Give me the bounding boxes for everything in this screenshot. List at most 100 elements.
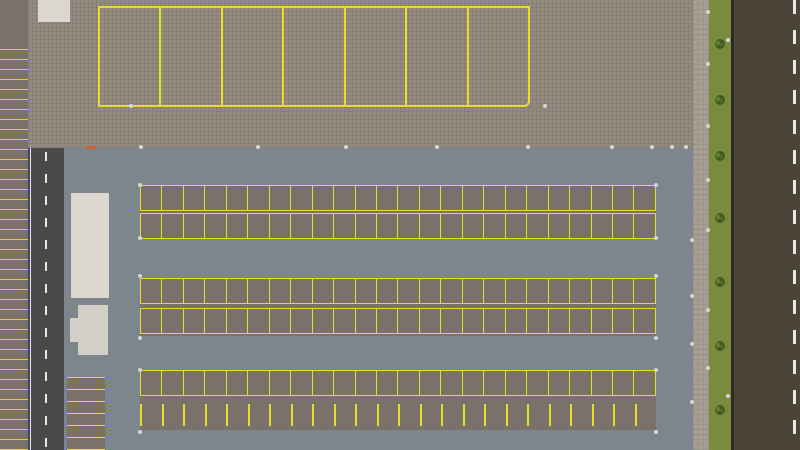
- parking-spot[interactable]: [397, 185, 419, 211]
- parking-spot[interactable]: [247, 370, 269, 396]
- parking-spot[interactable]: [483, 308, 505, 334]
- parking-spot[interactable]: [504, 185, 527, 211]
- parking-spot[interactable]: [182, 308, 205, 334]
- parking-spot[interactable]: [354, 213, 376, 239]
- parking-spot[interactable]: [590, 185, 612, 211]
- parking-spot[interactable]: [333, 308, 355, 334]
- parking-row-1-lower[interactable]: [140, 213, 656, 239]
- parking-spot[interactable]: [225, 213, 248, 239]
- parking-spot[interactable]: [247, 213, 269, 239]
- parking-spot[interactable]: [269, 402, 291, 428]
- parking-spot[interactable]: [333, 402, 356, 428]
- parking-spot[interactable]: [483, 278, 505, 304]
- parking-row-1[interactable]: [140, 185, 656, 239]
- parking-spot[interactable]: [461, 278, 484, 304]
- parking-spot[interactable]: [440, 278, 462, 304]
- parking-spot[interactable]: [590, 370, 612, 396]
- parking-spot[interactable]: [461, 185, 484, 211]
- parking-spot[interactable]: [547, 213, 570, 239]
- small-lot-bottom-left[interactable]: [67, 377, 105, 450]
- parking-spot[interactable]: [204, 308, 226, 334]
- parking-spot[interactable]: [633, 370, 656, 396]
- parking-spot[interactable]: [268, 308, 291, 334]
- parking-spot[interactable]: [547, 278, 570, 304]
- parking-spot[interactable]: [419, 402, 442, 428]
- parking-spot[interactable]: [311, 185, 334, 211]
- parking-spot[interactable]: [569, 278, 591, 304]
- parking-spot[interactable]: [633, 278, 656, 304]
- parking-spot[interactable]: [461, 213, 484, 239]
- parking-spot[interactable]: [204, 185, 226, 211]
- parking-spot[interactable]: [504, 370, 527, 396]
- parking-spot[interactable]: [633, 213, 656, 239]
- parking-spot[interactable]: [161, 308, 183, 334]
- parking-spot[interactable]: [290, 402, 313, 428]
- parking-spot[interactable]: [375, 213, 398, 239]
- parking-spot[interactable]: [290, 370, 312, 396]
- store-building[interactable]: [71, 193, 109, 298]
- parking-spot[interactable]: [161, 278, 183, 304]
- plaza-bays[interactable]: [98, 6, 530, 107]
- parking-spot[interactable]: [504, 213, 527, 239]
- parking-spot[interactable]: [204, 370, 226, 396]
- parking-spot[interactable]: [398, 402, 420, 428]
- parking-spot[interactable]: [611, 213, 634, 239]
- parking-spot[interactable]: [504, 278, 527, 304]
- parking-spot[interactable]: [633, 185, 656, 211]
- parking-spot[interactable]: [440, 370, 462, 396]
- parking-spot[interactable]: [611, 278, 634, 304]
- parking-spot[interactable]: [613, 402, 635, 428]
- parking-spot[interactable]: [375, 185, 398, 211]
- parking-spot[interactable]: [397, 370, 419, 396]
- parking-spot[interactable]: [483, 185, 505, 211]
- parking-spot[interactable]: [418, 308, 441, 334]
- parking-spot[interactable]: [268, 370, 291, 396]
- parking-spot[interactable]: [354, 370, 376, 396]
- parking-spot[interactable]: [611, 370, 634, 396]
- parking-spot[interactable]: [333, 278, 355, 304]
- parking-spot[interactable]: [634, 402, 657, 428]
- parking-spot[interactable]: [441, 402, 463, 428]
- store-annex[interactable]: [78, 305, 108, 355]
- parking-spot[interactable]: [140, 185, 162, 211]
- parking-spot[interactable]: [548, 402, 571, 428]
- parking-spot[interactable]: [397, 213, 419, 239]
- parking-spot[interactable]: [161, 213, 183, 239]
- parking-spot[interactable]: [527, 402, 549, 428]
- parking-spot[interactable]: [375, 370, 398, 396]
- parking-spot[interactable]: [182, 213, 205, 239]
- parking-spot[interactable]: [161, 370, 183, 396]
- parking-spot[interactable]: [418, 370, 441, 396]
- parking-spot[interactable]: [247, 185, 269, 211]
- parking-row-1-upper[interactable]: [140, 185, 656, 211]
- parking-spot[interactable]: [611, 185, 634, 211]
- parking-spot[interactable]: [376, 402, 399, 428]
- parking-spot[interactable]: [140, 308, 162, 334]
- parking-spot[interactable]: [375, 308, 398, 334]
- parking-row-3-upper[interactable]: [140, 370, 656, 396]
- parking-spot[interactable]: [290, 308, 312, 334]
- parking-spot[interactable]: [547, 185, 570, 211]
- parking-spot[interactable]: [355, 402, 377, 428]
- parking-spot[interactable]: [611, 308, 634, 334]
- parking-spot[interactable]: [526, 308, 548, 334]
- parking-spot[interactable]: [311, 213, 334, 239]
- parking-spot[interactable]: [547, 370, 570, 396]
- parking-spot[interactable]: [461, 370, 484, 396]
- parking-spot[interactable]: [268, 185, 291, 211]
- parking-spot[interactable]: [204, 213, 226, 239]
- parking-spot[interactable]: [483, 213, 505, 239]
- parking-spot[interactable]: [333, 185, 355, 211]
- parking-spot[interactable]: [354, 185, 376, 211]
- parking-row-2-lower[interactable]: [140, 308, 656, 334]
- parking-spot[interactable]: [569, 185, 591, 211]
- left-edge-spots[interactable]: [0, 40, 28, 450]
- parking-row-2[interactable]: [140, 278, 656, 336]
- parking-spot[interactable]: [204, 402, 227, 428]
- parking-row-3[interactable]: [140, 370, 656, 430]
- parking-spot[interactable]: [591, 402, 614, 428]
- parking-spot[interactable]: [570, 402, 592, 428]
- parking-spot[interactable]: [161, 185, 183, 211]
- parking-spot[interactable]: [290, 213, 312, 239]
- parking-spot[interactable]: [225, 308, 248, 334]
